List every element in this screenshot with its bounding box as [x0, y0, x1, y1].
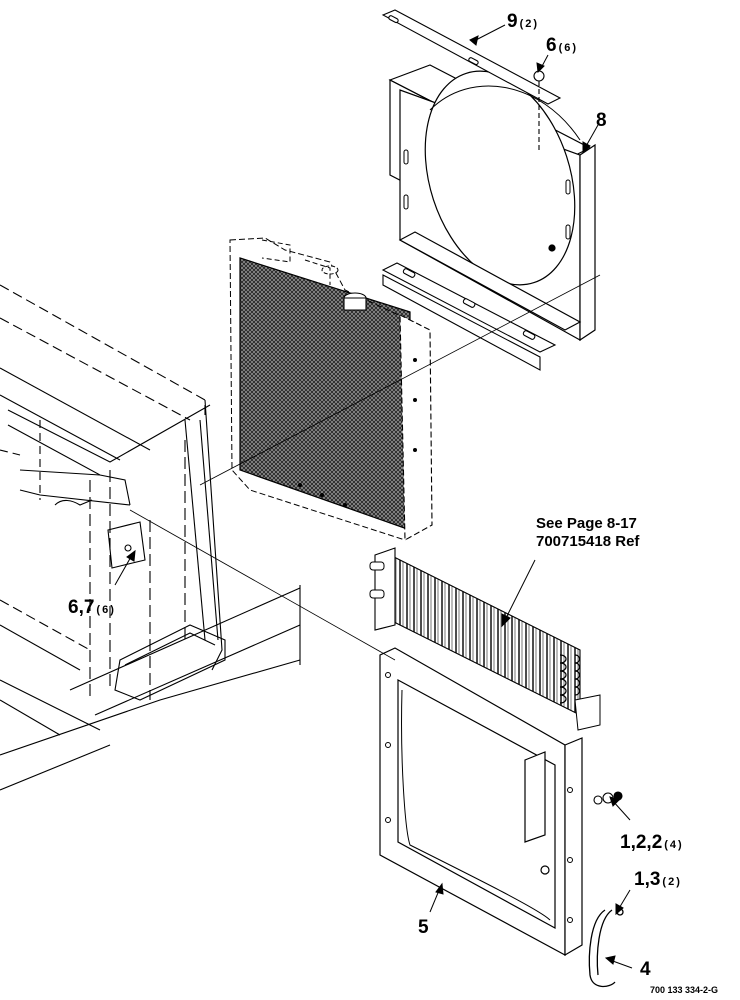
- callout-quantity: (6): [96, 604, 116, 616]
- bracket-strip-bottom: [383, 263, 555, 370]
- callout-item-1-3: 1,3(2): [634, 870, 682, 889]
- reference-note-line1: See Page 8-17: [536, 515, 637, 532]
- callout-number: 9: [507, 11, 518, 32]
- callout-number: 1,2,2: [620, 832, 663, 853]
- callout-item-4: 4: [640, 960, 653, 979]
- handle: [589, 909, 623, 986]
- callout-number: 4: [640, 959, 651, 980]
- callout-item-6-7: 6,7(6): [68, 598, 116, 617]
- callout-item-6: 6(6): [546, 36, 578, 55]
- callout-quantity: (2): [662, 876, 682, 888]
- callout-number: 6: [546, 35, 557, 56]
- hardware-bolt-washer: [594, 792, 622, 804]
- fan-shroud: [390, 52, 601, 340]
- callout-item-8: 8: [596, 111, 609, 130]
- callout-quantity: (2): [519, 18, 540, 30]
- callout-number: 6,7: [68, 597, 95, 618]
- reference-note-line2: 700715418 Ref: [536, 533, 640, 550]
- callout-quantity: (4): [664, 839, 684, 851]
- radiator-core: [230, 238, 432, 540]
- document-number: 700 133 334-2-G: [650, 985, 719, 995]
- callout-item-5: 5: [418, 918, 431, 937]
- callout-item-1-2-2: 1,2,2(4): [620, 833, 684, 852]
- reference-note: See Page 8-17 700715418 Ref: [536, 515, 639, 551]
- bracket-strip-top: [383, 10, 560, 150]
- mounting-frame: [380, 648, 582, 955]
- callout-number: 8: [596, 110, 607, 131]
- condenser-core: [370, 548, 600, 730]
- leader-lines: [115, 25, 632, 968]
- callout-number: 5: [418, 917, 429, 938]
- chassis-frame: [0, 285, 300, 790]
- callout-number: 1,3: [634, 869, 661, 890]
- callout-quantity: (6): [558, 42, 579, 54]
- callout-item-9: 9(2): [507, 12, 539, 31]
